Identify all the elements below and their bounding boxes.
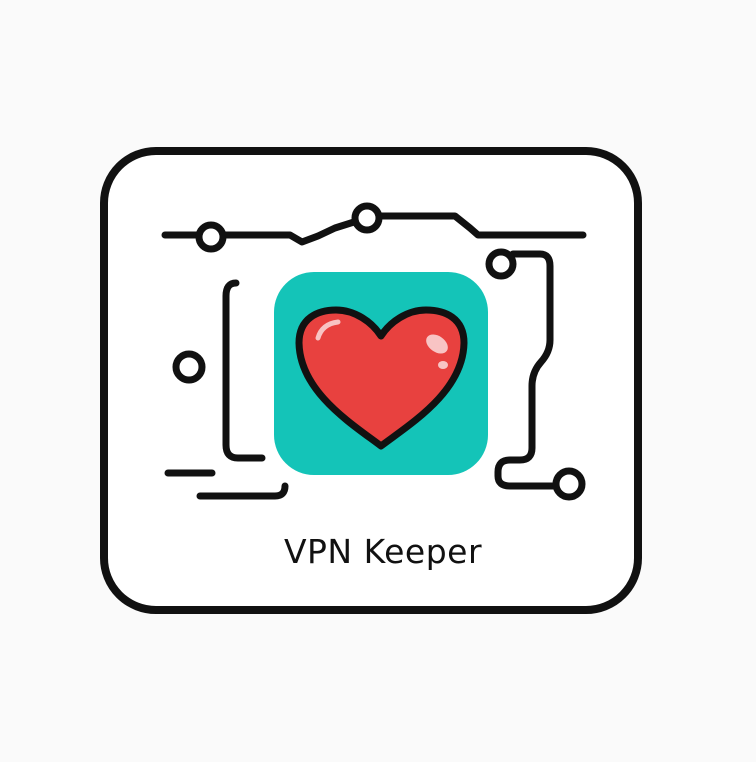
circuit-lines-icon: [161, 202, 587, 501]
app-name-label: VPN Keeper: [283, 532, 483, 571]
heart-icon: [295, 306, 468, 450]
